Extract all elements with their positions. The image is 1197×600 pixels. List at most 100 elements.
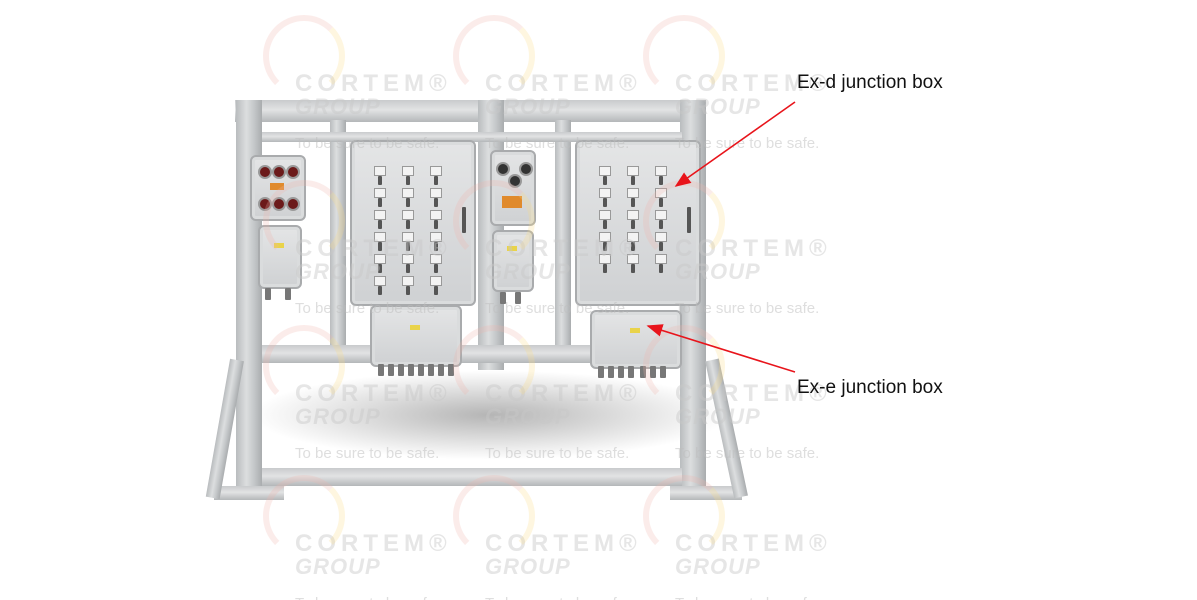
- frame-mid-post-left: [330, 120, 346, 360]
- breaker-handle: [378, 220, 382, 229]
- breaker-handle: [434, 242, 438, 251]
- breaker-switch: [402, 210, 414, 220]
- breaker-switch: [655, 254, 667, 264]
- breaker-switch: [627, 254, 639, 264]
- breaker-handle: [406, 198, 410, 207]
- watermark-tagline: To be sure to be safe.: [675, 595, 819, 600]
- breaker-switch: [627, 232, 639, 242]
- watermark-tagline: To be sure to be safe.: [295, 595, 439, 600]
- breaker-handle: [378, 286, 382, 295]
- breaker-switch: [655, 210, 667, 220]
- breaker-switch: [599, 254, 611, 264]
- breaker-handle: [631, 198, 635, 207]
- cable-gland: [660, 366, 666, 378]
- label-exd-junction-box: Ex-d junction box: [797, 72, 943, 93]
- cable-gland: [398, 364, 404, 376]
- breaker-switch: [430, 232, 442, 242]
- breaker-switch: [374, 210, 386, 220]
- frame-top-bar: [235, 100, 705, 122]
- door-handle: [687, 207, 691, 233]
- cable-gland: [650, 366, 656, 378]
- breaker-switch: [402, 188, 414, 198]
- breaker-handle: [406, 242, 410, 251]
- breaker-handle: [659, 242, 663, 251]
- frame-foot-right: [670, 486, 742, 500]
- breaker-handle: [434, 220, 438, 229]
- breaker-switch: [627, 188, 639, 198]
- breaker-switch: [599, 210, 611, 220]
- breaker-switch: [374, 188, 386, 198]
- control-station-middle: [490, 150, 536, 226]
- breaker-switch: [430, 210, 442, 220]
- breaker-handle: [603, 220, 607, 229]
- breaker-switch: [374, 254, 386, 264]
- terminal-box-middle: [492, 230, 534, 292]
- cable-gland: [598, 366, 604, 378]
- breaker-handle: [434, 176, 438, 185]
- door-handle: [462, 207, 466, 233]
- breaker-switch: [655, 232, 667, 242]
- breaker-handle: [406, 220, 410, 229]
- breaker-switch: [374, 276, 386, 286]
- cable-gland: [378, 364, 384, 376]
- cable-gland: [608, 366, 614, 378]
- breaker-handle: [631, 176, 635, 185]
- exd-enclosure-left: [350, 140, 476, 306]
- breaker-handle: [603, 264, 607, 273]
- breaker-handle: [603, 176, 607, 185]
- arrow-exe: [646, 324, 796, 373]
- cable-gland: [408, 364, 414, 376]
- exe-enclosure-right: [590, 310, 682, 369]
- cable-gland: [428, 364, 434, 376]
- breaker-switch: [402, 166, 414, 176]
- breaker-switch: [402, 232, 414, 242]
- breaker-handle: [659, 198, 663, 207]
- cable-gland: [618, 366, 624, 378]
- breaker-handle: [378, 198, 382, 207]
- breaker-switch: [627, 166, 639, 176]
- breaker-handle: [659, 264, 663, 273]
- watermark-tagline: To be sure to be safe.: [485, 445, 630, 462]
- breaker-handle: [406, 286, 410, 295]
- breaker-handle: [378, 264, 382, 273]
- breaker-switch: [430, 188, 442, 198]
- frame-cross-bar: [262, 345, 682, 363]
- breaker-switch: [599, 166, 611, 176]
- breaker-handle: [659, 220, 663, 229]
- frame-rail-upper: [262, 132, 682, 142]
- breaker-handle: [378, 176, 382, 185]
- watermark-tagline: To be sure to be safe.: [295, 445, 440, 462]
- watermark-tagline: To be sure to be safe.: [675, 445, 820, 462]
- cable-gland: [448, 364, 454, 376]
- breaker-switch: [655, 166, 667, 176]
- breaker-switch: [374, 166, 386, 176]
- watermark-tagline: To be sure to be safe.: [485, 135, 630, 152]
- watermark-tagline: To be sure to be safe.: [675, 135, 820, 152]
- breaker-switch: [430, 166, 442, 176]
- breaker-handle: [631, 220, 635, 229]
- breaker-handle: [603, 242, 607, 251]
- breaker-switch: [402, 254, 414, 264]
- frame-foot-left: [214, 486, 284, 500]
- breaker-switch: [430, 254, 442, 264]
- breaker-handle: [631, 242, 635, 251]
- frame-base-bar: [262, 468, 682, 486]
- breaker-handle: [603, 198, 607, 207]
- cable-gland: [388, 364, 394, 376]
- frame-mid-post-right: [555, 120, 571, 360]
- cable-gland: [628, 366, 634, 378]
- breaker-switch: [599, 232, 611, 242]
- watermark-tagline: To be sure to be safe.: [295, 135, 440, 152]
- breaker-switch: [430, 276, 442, 286]
- breaker-handle: [434, 286, 438, 295]
- breaker-handle: [631, 264, 635, 273]
- breaker-handle: [659, 176, 663, 185]
- watermark-tagline: To be sure to be safe.: [675, 300, 820, 317]
- breaker-handle: [434, 264, 438, 273]
- breaker-handle: [406, 176, 410, 185]
- terminal-box-left: [258, 225, 302, 289]
- watermark-tagline: To be sure to be safe.: [295, 300, 440, 317]
- breaker-handle: [434, 198, 438, 207]
- breaker-switch: [374, 232, 386, 242]
